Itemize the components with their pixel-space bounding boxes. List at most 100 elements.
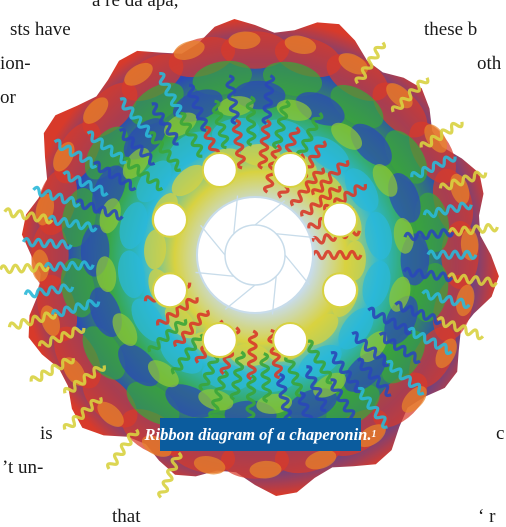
helix-ribbon [261, 74, 276, 125]
domain-lobe [192, 60, 252, 96]
subunit-gap [322, 272, 358, 309]
helix-ribbon [283, 348, 303, 398]
helix-ribbon [86, 130, 127, 165]
helix-ribbon [307, 339, 333, 385]
domain-lobe [82, 82, 138, 138]
helix-ribbon [62, 396, 103, 431]
helix-ribbon [63, 365, 106, 394]
helix-ribbon [403, 228, 455, 242]
domain-lobe [96, 256, 117, 293]
helix-ribbon [62, 170, 109, 197]
helix-ribbon [394, 300, 442, 326]
domain-lobe [386, 83, 413, 109]
domain-lobe [364, 211, 393, 260]
helix-ribbon [246, 329, 259, 381]
domain-lobe [284, 35, 317, 55]
helix-ribbon [378, 331, 421, 365]
helix-ribbon [448, 223, 499, 237]
subunit-gap [322, 201, 358, 238]
domain-lobe [362, 260, 391, 308]
domain-lobe [131, 298, 166, 342]
helix-ribbon [21, 237, 73, 250]
helix-ribbon [300, 185, 342, 217]
helix-ribbon [330, 378, 356, 423]
helix-ribbon [410, 155, 457, 179]
subunit-gap [152, 201, 188, 238]
text-fragment-is: is [40, 423, 53, 444]
helix-ribbon [311, 249, 363, 261]
central-cavity [152, 152, 358, 358]
helix-ribbon [245, 374, 257, 426]
domain-lobe [384, 130, 428, 184]
domain-lobe [83, 97, 109, 124]
helix-ribbon [367, 306, 413, 336]
domain-lobe [389, 276, 411, 312]
subunit-gap [201, 152, 238, 188]
helix-ribbon [231, 118, 246, 170]
cavity-strand [271, 276, 277, 315]
domain-lobe [338, 53, 369, 75]
domain-lobe [338, 307, 374, 350]
cavity-strand [195, 271, 234, 277]
domain-lobe [372, 164, 398, 197]
helix-ribbon [75, 198, 124, 221]
cavity-strand [254, 200, 286, 226]
helix-ribbon [3, 207, 54, 225]
domain-lobe [160, 338, 203, 374]
cavity-center [224, 224, 286, 286]
helix-ribbon [53, 138, 98, 169]
helix-ribbon [436, 316, 485, 341]
helix-ribbon [351, 331, 390, 368]
domain-lobe [144, 229, 167, 270]
text-fragment-have: sts have [10, 19, 71, 40]
domain-lobe [118, 343, 160, 387]
helix-ribbon [357, 386, 388, 429]
text-fragment-ion: ion- [0, 53, 31, 74]
cavity-strand [276, 233, 315, 239]
domain-lobe [62, 357, 86, 386]
subunit-gap [272, 322, 309, 358]
helix-ribbon [149, 131, 182, 172]
domain-lobe [228, 31, 261, 50]
domain-lobe [112, 313, 138, 346]
domain-lobe [82, 326, 126, 380]
text-fragment-bottom-right: ‘ r [478, 506, 496, 527]
helix-ribbon [357, 357, 392, 398]
helix-ribbon [32, 185, 81, 208]
domain-lobe [330, 84, 384, 129]
domain-lobe [147, 360, 179, 388]
helix-ribbon [421, 289, 471, 310]
helix-ribbon [23, 283, 75, 299]
domain-lobe [173, 40, 205, 61]
helix-ribbon [419, 121, 464, 148]
helix-ribbon [170, 333, 204, 375]
helix-ribbon [447, 272, 498, 288]
cavity-strand [224, 284, 256, 310]
helix-ribbon [157, 451, 183, 499]
helix-ribbon [257, 119, 272, 170]
helix-ribbon [37, 326, 86, 348]
helix-ribbon [330, 350, 361, 394]
helix-ribbon [211, 99, 230, 150]
helix-ribbon [267, 328, 283, 380]
domain-lobe [97, 401, 124, 427]
helix-ribbon [259, 352, 272, 404]
text-fragment-un: ’t un- [2, 457, 44, 478]
helix-ribbon [151, 102, 179, 146]
helix-ribbon [276, 372, 293, 424]
domain-lobe [124, 62, 153, 86]
domain-lobe [343, 240, 366, 281]
domain-lobe [305, 313, 339, 346]
cavity-strand [233, 195, 239, 234]
helix-ribbon [123, 156, 164, 192]
domain-lobe [126, 381, 180, 426]
helix-ribbon [29, 357, 75, 382]
helix-ribbon [438, 170, 488, 191]
helix-ribbon [272, 99, 291, 150]
domain-lobe [217, 96, 254, 117]
helix-ribbon [173, 309, 210, 348]
helix-ribbon [354, 41, 387, 85]
helix-ribbon [0, 262, 50, 275]
domain-lobe [326, 384, 380, 428]
helix-ribbon [187, 83, 208, 132]
